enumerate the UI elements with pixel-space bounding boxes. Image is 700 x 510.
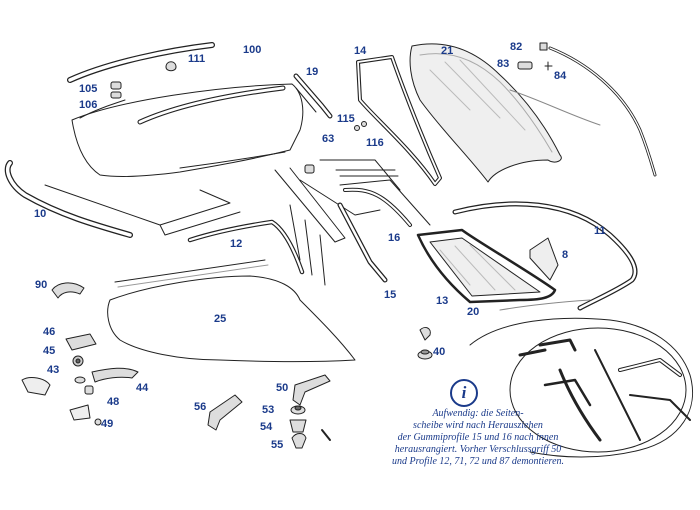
part-56-handle [207, 394, 243, 431]
label-part-49: 49 [101, 418, 114, 430]
label-part-100: 100 [243, 44, 262, 56]
parts-15-16-profiles [337, 187, 412, 283]
part-10-side-rail [4, 160, 241, 238]
central-frame [274, 159, 431, 286]
part-21-rear-glass [409, 43, 562, 183]
label-part-63: 63 [322, 133, 335, 145]
parts-13-20-quarter-window [416, 228, 557, 304]
label-part-44: 44 [136, 382, 149, 394]
label-part-48: 48 [107, 396, 120, 408]
note-line-5: und Profile 12, 71, 72 und 87 demontiere… [391, 456, 565, 467]
part-12-window-channel [187, 219, 305, 275]
label-part-19: 19 [306, 66, 319, 78]
info-icon: i [450, 379, 478, 407]
part-19-trim [293, 73, 333, 119]
parts-82-83-84 [509, 42, 657, 177]
label-part-53: 53 [262, 404, 275, 416]
note-line-2: scheibe wird nach Herausziehen [413, 420, 543, 431]
label-part-115: 115 [337, 113, 355, 125]
label-part-20: 20 [467, 306, 480, 318]
part-100-roof-seal [67, 42, 215, 83]
label-part-25: 25 [214, 313, 227, 325]
label-part-56: 56 [194, 401, 207, 413]
label-part-16: 16 [388, 232, 401, 244]
label-part-13: 13 [436, 295, 449, 307]
part-25-headliner [107, 275, 356, 362]
label-part-106: 106 [79, 99, 98, 111]
right-hardware-group [289, 374, 331, 449]
part-11-rear-seal [452, 201, 638, 311]
note-line-1: Aufwendig: die Seiten- [432, 408, 524, 419]
detail-zoom-circle [469, 317, 694, 458]
label-part-50: 50 [276, 382, 289, 394]
parts-115-116-screws [354, 121, 367, 131]
part-40-grommet [417, 327, 433, 360]
label-part-21: 21 [441, 45, 454, 57]
label-part-55: 55 [271, 439, 284, 451]
label-part-15: 15 [384, 289, 397, 301]
label-part-14: 14 [354, 45, 367, 57]
label-part-82: 82 [510, 41, 523, 53]
part-8-bracket [529, 237, 559, 281]
label-part-45: 45 [43, 345, 56, 357]
label-part-83: 83 [497, 58, 510, 70]
label-part-105: 105 [79, 83, 98, 95]
label-part-43: 43 [47, 364, 60, 376]
label-part-84: 84 [554, 70, 567, 82]
label-part-10: 10 [34, 208, 47, 220]
label-part-8: 8 [562, 249, 569, 261]
note-line-3: der Gummiprofile 15 und 16 nach innen [397, 432, 559, 443]
trim-rods [114, 259, 269, 288]
label-part-54: 54 [260, 421, 273, 433]
part-63-clip [304, 164, 315, 174]
label-part-11: 11 [594, 225, 606, 237]
left-hardware-group [21, 333, 139, 426]
part-90-hinge [51, 282, 85, 299]
note-line-4: herausrangiert. Vorher Verschlussgriff 5… [394, 444, 562, 455]
label-part-116: 116 [366, 137, 384, 149]
roof-panel [71, 83, 304, 177]
label-part-90: 90 [35, 279, 48, 291]
label-part-46: 46 [43, 326, 56, 338]
label-part-12: 12 [230, 238, 243, 250]
assembly-note: Aufwendig: die Seiten- scheibe wird nach… [368, 408, 588, 468]
parts-111-105-106 [110, 61, 177, 99]
label-part-111: 111 [188, 53, 206, 65]
label-part-40: 40 [433, 346, 446, 358]
part-14-window-frame [356, 55, 442, 186]
